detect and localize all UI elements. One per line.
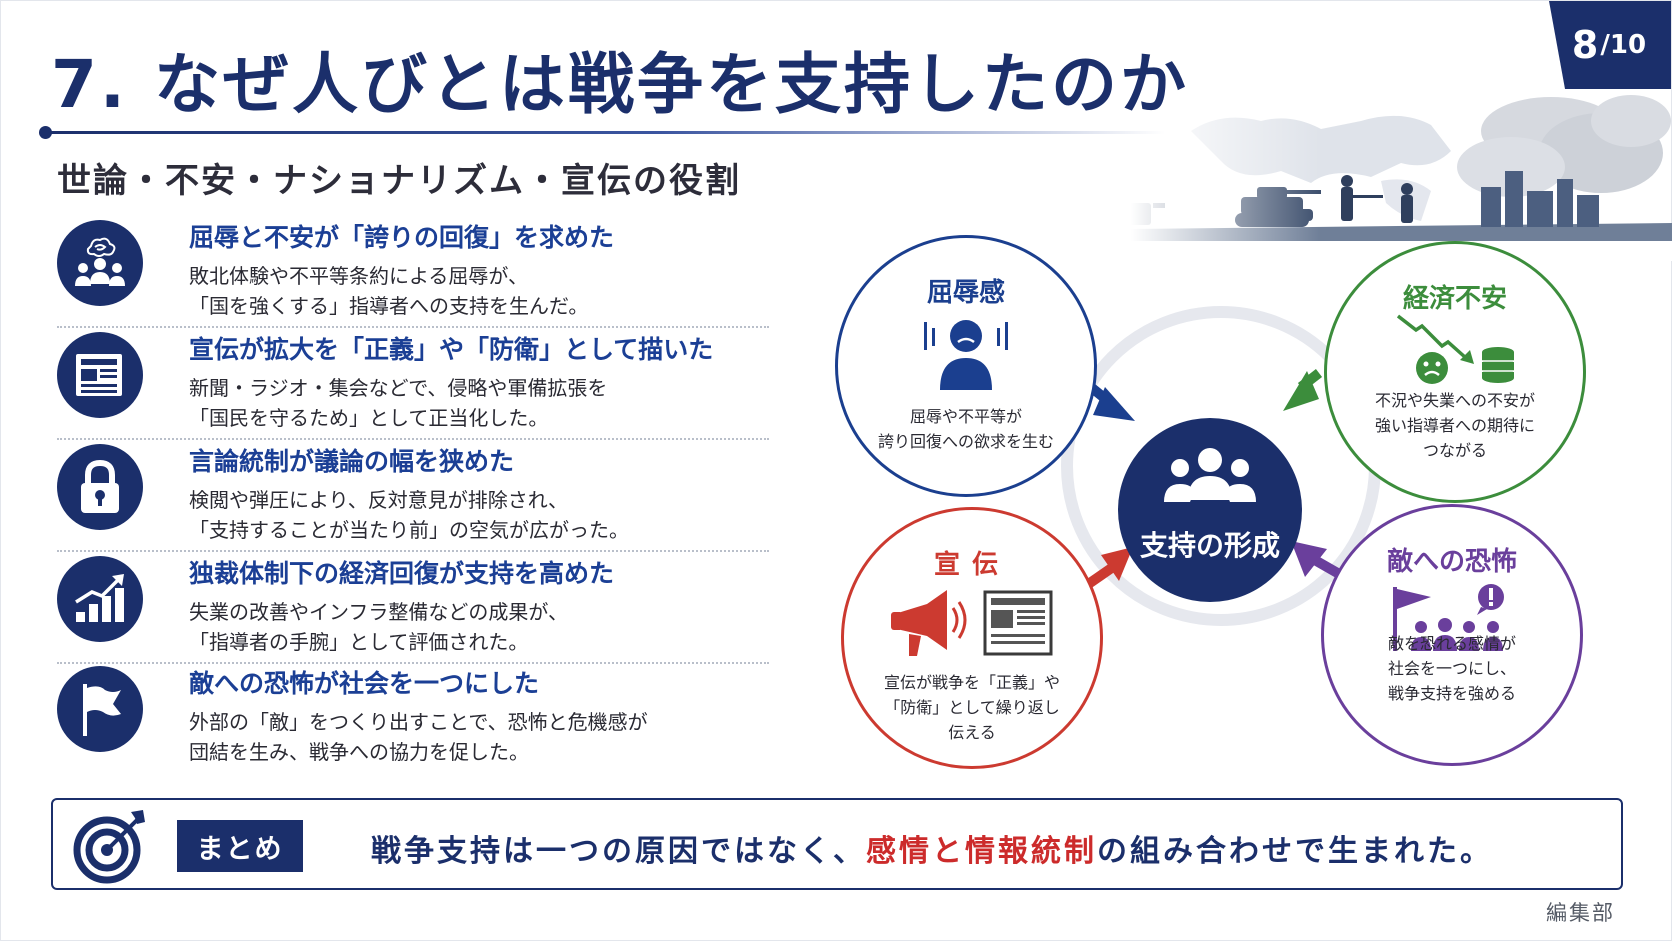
node-text: 伝える xyxy=(948,723,996,742)
node-title: 敵への恐怖 xyxy=(1386,547,1517,577)
summary-highlight: 感情と情報統制 xyxy=(866,834,1097,869)
reason-text: 「支持することが当たり前」の空気が広がった。 xyxy=(189,518,629,542)
reason-title: 宣伝が拡大を「正義」や「防衛」として描いた xyxy=(189,335,714,364)
reason-title: 独裁体制下の経済回復が支持を高めた xyxy=(189,559,615,588)
war-silhouette-illustration xyxy=(1131,91,1672,261)
node-propaganda: 宣伝 宣伝が戦争を「正義」や 「防衛」として繰り返し 伝える xyxy=(841,507,1103,769)
divider xyxy=(57,550,769,552)
node-economic-anxiety: 経済不安 不況や失業への不安が 強い指導者への期待に つながる xyxy=(1324,241,1586,503)
reason-text: 「国民を守るため」として正当化した。 xyxy=(189,406,549,430)
node-text: 誇り回復への欲求を生む xyxy=(877,432,1054,451)
page-current: 8 xyxy=(1571,23,1599,67)
summary-box: まとめ 戦争支持は一つの原因ではなく、感情と情報統制の組み合わせで生まれた。 xyxy=(51,798,1623,890)
reason-title: 屈辱と不安が「誇りの回復」を求めた xyxy=(189,223,615,252)
reason-item-fear: 敵への恐怖が社会を一つにした 外部の「敵」をつくり出すことで、恐怖と危機感が 団… xyxy=(57,660,763,772)
page-title: 7. なぜ人びとは戦争を支持したのか xyxy=(51,46,1189,123)
node-text: 戦争支持を強める xyxy=(1387,684,1516,703)
reason-item-economy: 独裁体制下の経済回復が支持を高めた 失業の改善やインフラ整備などの成果が、 「指… xyxy=(57,550,769,664)
target-icon xyxy=(73,810,145,884)
divider xyxy=(57,662,769,664)
flag-crowd-alert-icon xyxy=(1393,584,1504,651)
summary-text: 戦争支持は一つの原因ではなく、感情と情報統制の組み合わせで生まれた。 xyxy=(371,826,1493,870)
title-divider xyxy=(45,131,1165,134)
reason-title: 敵への恐怖が社会を一つにした xyxy=(189,669,540,698)
center-support-formation: 支持の形成 xyxy=(1118,418,1302,602)
reason-text: 新聞・ラジオ・集会などで、侵略や軍備拡張を xyxy=(189,376,608,400)
summary-text-before: 戦争支持は一つの原因ではなく、 xyxy=(371,834,866,869)
summary-tag: まとめ xyxy=(177,820,303,872)
divider xyxy=(57,438,769,440)
rising-chart-icon xyxy=(57,556,143,642)
node-title: 宣伝 xyxy=(933,550,1010,580)
lock-icon xyxy=(57,444,143,530)
page-subtitle: 世論・不安・ナショナリズム・宣伝の役割 xyxy=(57,161,741,201)
distressed-person-icon xyxy=(924,320,1008,390)
falling-economy-icon xyxy=(1396,314,1514,384)
node-text: 社会を一つにし、 xyxy=(1387,659,1516,678)
people-icon xyxy=(1164,448,1256,502)
title-divider-dot xyxy=(39,126,52,139)
reason-text: 「国を強くする」指導者への支持を生んだ。 xyxy=(189,294,589,318)
node-text: 強い指導者への期待に xyxy=(1374,416,1535,435)
reason-title: 言論統制が議論の幅を狭めた xyxy=(189,447,515,476)
reason-text: 検閲や弾圧により、反対意見が排除され、 xyxy=(189,488,568,512)
reason-item-propaganda: 宣伝が拡大を「正義」や「防衛」として描いた 新聞・ラジオ・集会などで、侵略や軍備… xyxy=(57,326,769,440)
node-text: 屈辱や不平等が xyxy=(909,407,1022,426)
worried-people-icon xyxy=(57,220,143,306)
reason-text: 敗北体験や不平等条約による屈辱が、 xyxy=(189,264,528,288)
page-total: /10 xyxy=(1600,30,1647,60)
node-title: 経済不安 xyxy=(1402,284,1507,314)
flag-icon xyxy=(57,666,143,752)
reason-item-humiliation: 屈辱と不安が「誇りの回復」を求めた 敗北体験や不平等条約による屈辱が、 「国を強… xyxy=(57,214,769,328)
node-text: 「防衛」として繰り返し xyxy=(884,698,1060,717)
node-text: 宣伝が戦争を「正義」や xyxy=(883,673,1060,692)
node-text: つながる xyxy=(1422,441,1487,460)
divider xyxy=(57,326,769,328)
reason-text: 外部の「敵」をつくり出すことで、恐怖と危機感が xyxy=(189,710,648,734)
page-number-badge: 8 /10 xyxy=(1549,1,1671,89)
node-text: 不況や失業への不安が xyxy=(1374,391,1535,410)
reason-text: 団結を生み、戦争への協力を促した。 xyxy=(189,740,529,764)
center-label: 支持の形成 xyxy=(1139,529,1280,562)
reason-text: 失業の改善やインフラ整備などの成果が、 xyxy=(189,600,568,624)
node-fear-of-enemy: 敵への恐怖 敵を恐れる感情が 社会を一つにし、 戦争支持を強める xyxy=(1321,504,1583,766)
megaphone-newspaper-icon xyxy=(891,590,1053,656)
node-humiliation: 屈辱感 屈辱や不平等が 誇り回復への欲求を生む xyxy=(835,235,1097,497)
summary-text-after: の組み合わせで生まれた。 xyxy=(1097,834,1493,869)
credit: 編集部 xyxy=(1546,901,1615,925)
newspaper-icon xyxy=(57,332,143,418)
node-text: 敵を恐れる感情が xyxy=(1387,634,1516,653)
reason-item-censorship: 言論統制が議論の幅を狭めた 検閲や弾圧により、反対意見が排除され、 「支持するこ… xyxy=(57,438,769,552)
node-title: 屈辱感 xyxy=(926,278,1005,308)
reason-text: 「指導者の手腕」として評価された。 xyxy=(189,630,529,654)
